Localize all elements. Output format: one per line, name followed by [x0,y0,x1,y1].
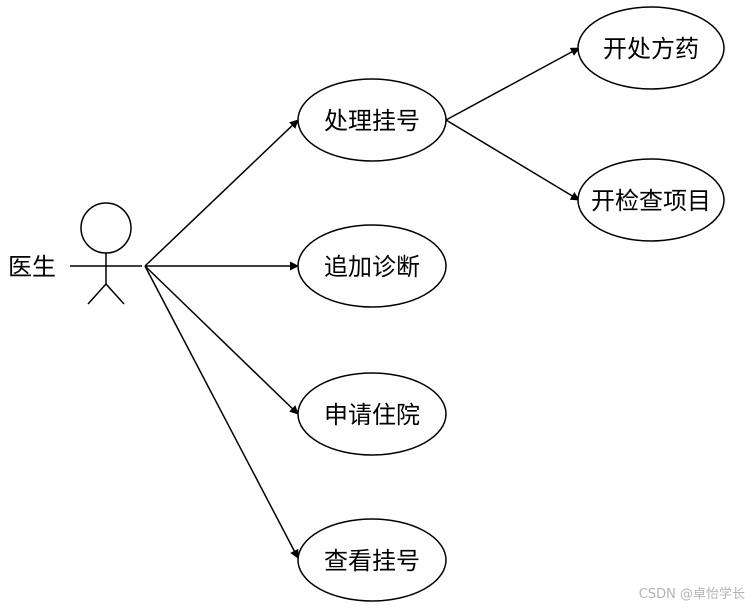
usecase-handle-registration-ellipse [297,78,447,162]
edge-doctor-handle-registration [144,119,299,267]
usecase-apply-hospitalization: 申请住院 [297,372,447,456]
edge-doctor-apply-hospitalization [144,265,299,415]
usecase-handle-registration: 处理挂号 [297,78,447,162]
actor-left-leg [87,283,107,305]
edge-handle-registration-order-exams [445,119,580,201]
usecase-prescribe: 开处方药 [577,6,725,90]
usecase-order-exams-ellipse [577,158,725,242]
usecase-prescribe-label: 开处方药 [603,35,699,63]
usecase-add-diagnosis: 追加诊断 [297,224,447,308]
usecase-add-diagnosis-ellipse [297,224,447,308]
usecase-add-diagnosis-label: 追加诊断 [324,253,420,281]
edges [144,47,580,559]
usecase-view-registration: 查看挂号 [297,518,447,602]
usecase-apply-hospitalization-label: 申请住院 [324,401,420,429]
usecase-order-exams-label: 开检查项目 [591,187,711,215]
watermark: CSDN @卓怡学长 [638,587,745,602]
usecase-apply-hospitalization-ellipse [297,372,447,456]
usecase-view-registration-ellipse [297,518,447,602]
usecase-order-exams: 开检查项目 [577,158,725,242]
usecase-prescribe-ellipse [577,6,725,90]
edge-handle-registration-prescribe [445,47,580,121]
actor-right-leg [105,283,125,305]
actor-label: 医生 [8,253,56,281]
actor-head [80,202,132,254]
usecase-handle-registration-label: 处理挂号 [324,107,420,135]
edge-doctor-view-registration [144,265,299,559]
actor-doctor: 医生 [8,202,142,305]
usecase-view-registration-label: 查看挂号 [324,547,420,575]
